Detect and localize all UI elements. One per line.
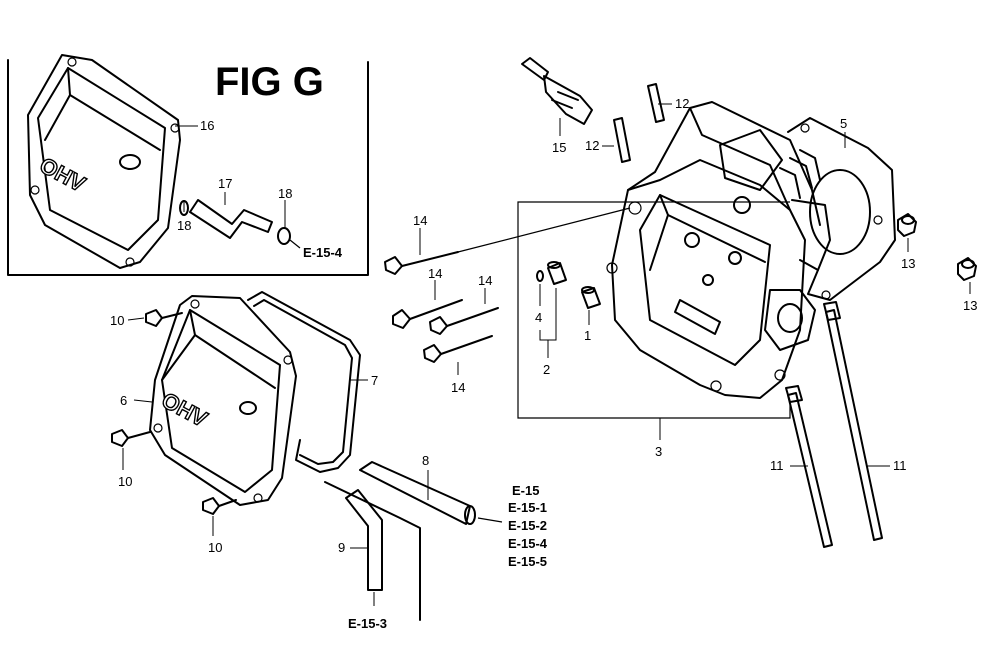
label-12-mid: 12 (585, 138, 599, 153)
label-17: 17 (218, 176, 232, 191)
bolt-10-bottom (202, 497, 237, 515)
stud-12-top (647, 83, 665, 123)
valve-seal-1 (581, 286, 601, 309)
head-gasket (787, 117, 896, 301)
figure-title: FIG G (215, 60, 324, 104)
label-10-left: 10 (118, 474, 132, 489)
inset-clip-18-right (277, 227, 291, 245)
bolt-14-long (384, 207, 631, 275)
inset-arrow (289, 239, 301, 249)
label-7: 7 (371, 373, 378, 388)
ref-stack-2: E-15-2 (508, 518, 547, 533)
label-18-left: 18 (177, 218, 191, 233)
label-4: 4 (535, 310, 542, 325)
label-6: 6 (120, 393, 127, 408)
push-rod-11-left (785, 385, 833, 548)
label-1: 1 (584, 328, 591, 343)
cylinder-head (606, 101, 831, 399)
label-11-left: 11 (770, 458, 784, 473)
label-8: 8 (422, 453, 429, 468)
ref-stack-0: E-15 (512, 483, 539, 498)
label-14-mid-left: 14 (428, 266, 442, 281)
label-14-mid-right: 14 (478, 273, 492, 288)
ref-arrow (477, 517, 503, 523)
label-9: 9 (338, 540, 345, 555)
label-12-top: 12 (675, 96, 689, 111)
label-3: 3 (655, 444, 662, 459)
bolt-14-c (423, 335, 493, 363)
inset-valve-cover: OHV (27, 54, 181, 269)
label-5: 5 (840, 116, 847, 131)
label-14-bottom: 14 (451, 380, 465, 395)
label-2: 2 (543, 362, 550, 377)
breather-tube-8 (324, 461, 476, 621)
ref-inset-e15-4: E-15-4 (303, 245, 343, 260)
ref-e15-3: E-15-3 (348, 616, 387, 631)
ref-stack-4: E-15-5 (508, 554, 547, 569)
dowel-13-far (957, 257, 977, 281)
label-13-far: 13 (963, 298, 977, 313)
ohv-stamp: OHV (158, 387, 212, 432)
clip-4 (536, 270, 544, 282)
label-11-right: 11 (893, 458, 907, 473)
breather-tube-9 (345, 489, 383, 591)
cylinder-head-bracket (517, 201, 791, 419)
bolt-10-top (145, 309, 183, 327)
dowel-13-near (897, 213, 917, 237)
inset-ohv-stamp: OHV (36, 152, 90, 197)
spark-plug (521, 57, 593, 125)
push-rod-11-right (823, 301, 883, 541)
label-14-top: 14 (413, 213, 427, 228)
ref-stack-1: E-15-1 (508, 500, 547, 515)
cover-gasket (247, 291, 361, 473)
ref-stack-3: E-15-4 (508, 536, 548, 551)
inset-panel: FIG G OHV 16 18 17 18 E-15-4 (7, 54, 369, 276)
bolt-10-left (111, 429, 151, 447)
label-16: 16 (200, 118, 214, 133)
stud-12-mid (613, 117, 631, 163)
label-15: 15 (552, 140, 566, 155)
label-13-near: 13 (901, 256, 915, 271)
valve-cover: OHV (149, 295, 297, 506)
valve-guide-2 (547, 261, 567, 285)
label-18-right: 18 (278, 186, 292, 201)
bolt-14-a (392, 299, 463, 329)
label-10-bottom: 10 (208, 540, 222, 555)
inset-breather-hose (189, 199, 273, 239)
label-10-top: 10 (110, 313, 124, 328)
bolt-14-b (429, 307, 499, 335)
